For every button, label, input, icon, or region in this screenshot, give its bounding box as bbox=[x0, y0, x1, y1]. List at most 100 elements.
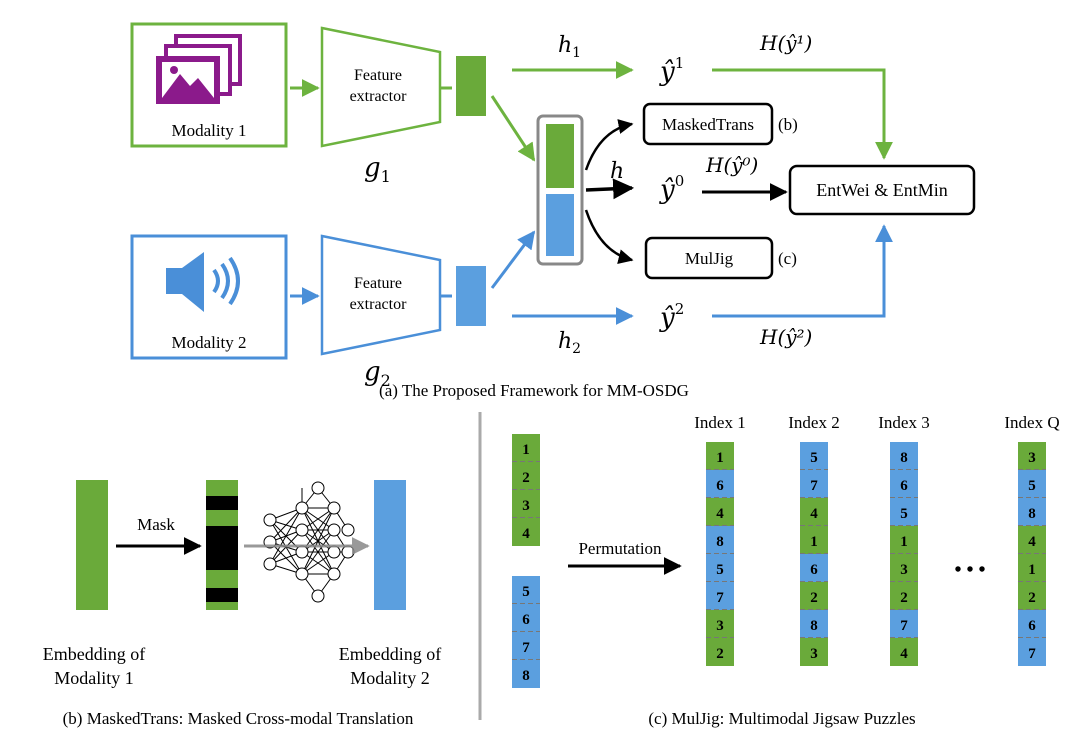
jigsaw-cell bbox=[890, 610, 918, 638]
jigsaw-cell bbox=[512, 604, 540, 632]
yhat2-label: ŷ2 bbox=[659, 300, 684, 333]
jigsaw-cell-label: 8 bbox=[810, 618, 818, 634]
jigsaw-cell bbox=[800, 498, 828, 526]
embedding2-line2: Modality 2 bbox=[350, 668, 430, 688]
h-label: h bbox=[610, 159, 624, 184]
jigsaw-cell-label: 5 bbox=[810, 450, 818, 466]
jigsaw-cell bbox=[890, 526, 918, 554]
jigsaw-cell bbox=[1018, 554, 1046, 582]
jigsaw-cell bbox=[706, 554, 734, 582]
jigsaw-cell-label: 7 bbox=[1028, 646, 1036, 662]
panel-a: Modality 1 Modality 2 Feature extractor … bbox=[130, 22, 976, 400]
jigsaw-cell bbox=[706, 638, 734, 666]
concat-green bbox=[546, 124, 574, 188]
jigsaw-cell bbox=[1018, 498, 1046, 526]
jigsaw-cell bbox=[512, 462, 540, 490]
feature-bar-2 bbox=[456, 266, 486, 326]
jigsaw-cell bbox=[706, 442, 734, 470]
feature-extractor-1 bbox=[320, 26, 442, 148]
permutation-label: Permutation bbox=[578, 539, 662, 558]
jigsaw-cell bbox=[512, 518, 540, 546]
feature-extractor-1-line2: extractor bbox=[350, 88, 408, 105]
jigsaw-cell-label: 6 bbox=[810, 562, 818, 578]
jigsaw-cell bbox=[1018, 470, 1046, 498]
jigsaw-cell bbox=[512, 490, 540, 518]
H-y2-label: H(ŷ²) bbox=[759, 325, 812, 349]
jigsaw-cell-label: 2 bbox=[810, 590, 818, 606]
jigsaw-cell-label: 5 bbox=[900, 506, 908, 522]
caption-b: (b) MaskedTrans: Masked Cross-modal Tran… bbox=[63, 709, 414, 728]
concat-box bbox=[536, 114, 584, 266]
arrow-feature2-to-concat bbox=[490, 230, 536, 289]
jigsaw-cell-label: 6 bbox=[522, 612, 530, 628]
jigsaw-cell bbox=[800, 526, 828, 554]
jigsaw-cell-label: 7 bbox=[716, 590, 724, 606]
muljig-ref: (c) bbox=[778, 249, 797, 268]
maskedtrans-box bbox=[642, 102, 774, 146]
concat-blue bbox=[546, 194, 574, 256]
jigsaw-cell-label: 1 bbox=[716, 450, 724, 466]
jigsaw-cell bbox=[1018, 582, 1046, 610]
embedding1-bar bbox=[76, 480, 108, 610]
h1-label: h1 bbox=[558, 33, 581, 61]
jigsaw-cell bbox=[890, 582, 918, 610]
jigsaw-cell-label: 7 bbox=[900, 618, 908, 634]
arrow-yhat1-to-entwei bbox=[712, 68, 893, 160]
yhat1-label: ŷ1 bbox=[659, 54, 684, 87]
jigsaw-cell-label: 8 bbox=[900, 450, 908, 466]
jigsaw-cell bbox=[1018, 526, 1046, 554]
yhat0-label: ŷ0 bbox=[659, 172, 684, 205]
jigsaw-cell bbox=[890, 470, 918, 498]
jigsaw-cell-label: 4 bbox=[900, 646, 908, 662]
jigsaw-cell bbox=[800, 554, 828, 582]
image-icon bbox=[156, 34, 242, 104]
jigsaw-cell-label: 3 bbox=[900, 562, 908, 578]
modality2-box bbox=[130, 234, 288, 360]
arrow-h bbox=[585, 178, 635, 200]
embedding2-line1: Embedding of bbox=[339, 644, 441, 664]
ellipsis: • • • bbox=[954, 559, 985, 581]
jigsaw-cell bbox=[706, 526, 734, 554]
jigsaw-cell-label: 5 bbox=[522, 584, 530, 600]
column-title: Index 1 bbox=[694, 413, 745, 432]
jigsaw-cell bbox=[800, 638, 828, 666]
maskedtrans-label: MaskedTrans bbox=[662, 115, 754, 134]
column-title: Index Q bbox=[1004, 413, 1059, 432]
embedding1-line2: Modality 1 bbox=[54, 668, 134, 688]
arrow-to-maskedtrans bbox=[584, 119, 634, 171]
jigsaw-cell-label: 6 bbox=[716, 478, 724, 494]
jigsaw-cell-label: 3 bbox=[716, 618, 724, 634]
jigsaw-cell-label: 1 bbox=[900, 534, 908, 550]
jigsaw-cell-label: 2 bbox=[900, 590, 908, 606]
arrow-yhat2-to-entwei bbox=[712, 224, 893, 318]
h2-label: h2 bbox=[558, 329, 581, 357]
jigsaw-cell-label: 8 bbox=[522, 668, 530, 684]
panel-b: Mask bbox=[43, 480, 441, 728]
maskedtrans-ref: (b) bbox=[778, 115, 798, 134]
arrow-feature1-to-concat bbox=[490, 95, 536, 162]
jigsaw-cell bbox=[512, 660, 540, 688]
jigsaw-cell bbox=[706, 582, 734, 610]
caption-c: (c) MulJig: Multimodal Jigsaw Puzzles bbox=[648, 709, 915, 728]
jigsaw-cell-label: 1 bbox=[1028, 562, 1036, 578]
modality1-label: Modality 1 bbox=[171, 121, 246, 140]
column-title: Index 2 bbox=[788, 413, 839, 432]
masked-embedding-bar bbox=[206, 480, 238, 610]
feature-extractor-2-line2: extractor bbox=[350, 296, 408, 313]
caption-a: (a) The Proposed Framework for MM-OSDG bbox=[379, 381, 689, 400]
column-title: Index 3 bbox=[878, 413, 929, 432]
H-y1-label: H(ŷ¹) bbox=[759, 31, 812, 55]
jigsaw-cell bbox=[512, 576, 540, 604]
jigsaw-cell bbox=[890, 442, 918, 470]
jigsaw-cell-label: 6 bbox=[1028, 618, 1036, 634]
jigsaw-cell-label: 8 bbox=[1028, 506, 1036, 522]
jigsaw-cell bbox=[1018, 638, 1046, 666]
jigsaw-cell-label: 7 bbox=[810, 478, 818, 494]
modality1-box bbox=[130, 22, 288, 148]
feature-extractor-1-line1: Feature bbox=[354, 67, 402, 84]
